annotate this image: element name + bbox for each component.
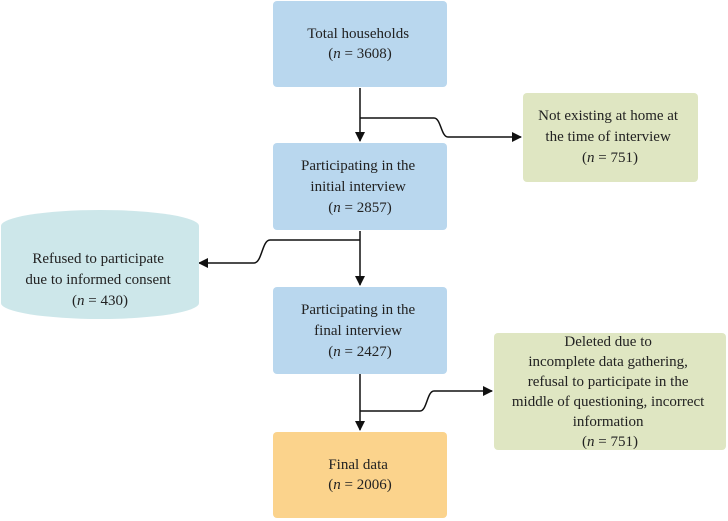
node-initial-interview-count: 2857 (357, 200, 388, 216)
svg-text:Total households (n = 36: Total households (n = 3608) (307, 26, 413, 62)
node-deleted-box (494, 333, 726, 450)
count-prefix: n (333, 46, 341, 62)
count-prefix: n (587, 150, 595, 166)
node-initial-interview-line: initial interview (310, 179, 406, 195)
connectors (198, 88, 522, 431)
node-deleted-count-line: (n = 751) (582, 434, 638, 450)
count-equals: = (85, 293, 101, 309)
node-final-data-line: Final data (328, 457, 388, 473)
node-final-interview-count-line: (n = 2427) (328, 344, 391, 360)
node-refused-line: due to informed consent (25, 272, 171, 288)
arrow-final-interview-to-deleted (360, 386, 493, 412)
node-total-households-count-line: (n = 3608) (328, 46, 391, 62)
node-total-households-box (273, 1, 447, 87)
node-final-data-count: 2006 (357, 477, 388, 493)
node-total-households-count: 3608 (357, 46, 387, 62)
node-refused-cylinder-body (1, 226, 199, 319)
node-final-data-count-line: (n = 2006) (328, 477, 391, 493)
svg-text:Participating in the fin: Participating in the final interview (n … (301, 302, 419, 360)
count-prefix: n (77, 293, 85, 309)
svg-text:Participating in the ini: Participating in the initial interview (… (301, 158, 419, 216)
arrow-total-to-not-home (360, 117, 522, 142)
node-final-interview-count: 2427 (357, 344, 388, 360)
node-deleted-line: middle of questioning, incorrect (512, 394, 705, 410)
node-not-home: Not existing at home at the time of inte… (523, 93, 698, 182)
svg-text:Final data (n = 2006): Final data (n = 2006) (328, 457, 391, 493)
svg-text:Refused to participate d: Refused to participate due to informed c… (25, 251, 174, 309)
arrow-initial-to-refused (198, 239, 360, 268)
node-deleted-line: information (573, 414, 644, 430)
node-not-home-count: 751 (610, 150, 633, 166)
node-total-households: Total households (n = 3608) (273, 1, 447, 87)
node-initial-interview-line: Participating in the (301, 158, 415, 174)
node-not-home-line: Not existing at home at (538, 108, 679, 124)
node-final-interview: Participating in the final interview (n … (273, 287, 447, 374)
count-prefix: n (333, 200, 341, 216)
node-refused-count: 430 (100, 293, 123, 309)
count-prefix: n (587, 434, 595, 450)
count-equals: = (341, 477, 357, 493)
node-refused: Refused to participate due to informed c… (1, 210, 199, 319)
count-equals: = (341, 200, 357, 216)
node-final-data-box (273, 432, 447, 518)
count-prefix: n (333, 344, 341, 360)
node-deleted-count: 751 (610, 434, 633, 450)
node-final-interview-box (273, 287, 447, 374)
node-refused-count-line: (n = 430) (72, 293, 128, 309)
count-equals: = (595, 434, 611, 450)
node-deleted: Deleted due to incomplete data gathering… (494, 333, 726, 450)
count-equals: = (341, 344, 357, 360)
node-initial-interview-count-line: (n = 2857) (328, 200, 391, 216)
count-equals: = (595, 150, 611, 166)
node-final-interview-line: final interview (314, 323, 402, 339)
node-initial-interview: Participating in the initial interview (… (273, 143, 447, 230)
node-total-households-line: Total households (307, 26, 409, 42)
node-not-home-line: the time of interview (545, 129, 671, 145)
node-deleted-line: incomplete data gathering, (528, 354, 688, 370)
node-not-home-box (523, 93, 698, 182)
node-initial-interview-box (273, 143, 447, 230)
node-refused-line: Refused to participate (32, 251, 164, 267)
count-prefix: n (333, 477, 341, 493)
count-equals: = (341, 46, 357, 62)
node-deleted-line: Deleted due to (564, 334, 651, 350)
node-deleted-line: refusal to participate in the (528, 374, 689, 390)
node-refused-cylinder-top (1, 210, 199, 242)
node-final-interview-line: Participating in the (301, 302, 415, 318)
svg-text:Not existing at home at: Not existing at home at the time of inte… (538, 108, 682, 166)
svg-text:Deleted due to incomplet: Deleted due to incomplete data gathering… (512, 334, 708, 450)
node-final-data: Final data (n = 2006) (273, 432, 447, 518)
node-not-home-count-line: (n = 751) (582, 150, 638, 166)
